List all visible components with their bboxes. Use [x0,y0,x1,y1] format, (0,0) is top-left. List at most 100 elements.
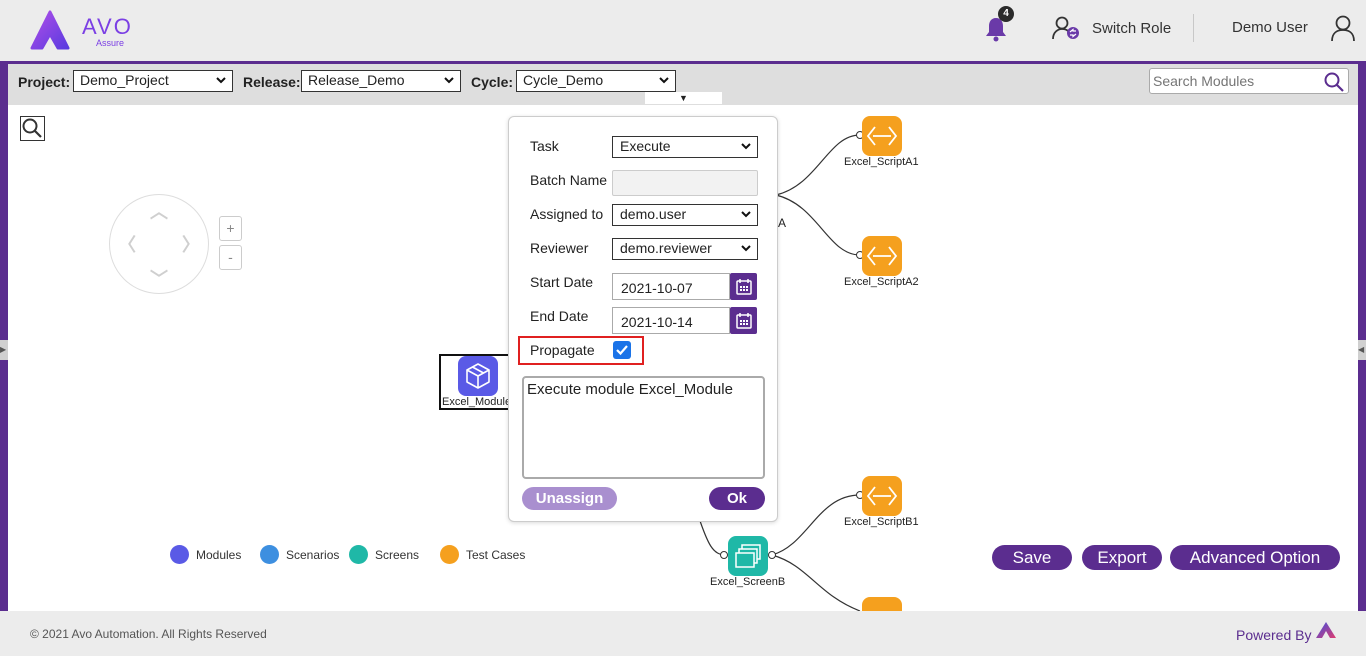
screen-label-b: Excel_ScreenB [710,576,786,588]
switch-role-icon [1052,16,1079,40]
start-date-input[interactable]: 2021-10-07 [612,273,730,300]
pan-left-icon[interactable]: 〈 [118,235,136,255]
legend-label-modules: Modules [196,547,242,562]
checkmark-icon [616,345,628,356]
legend-label-screens: Screens [375,547,420,562]
user-name[interactable]: Demo User [1232,19,1308,36]
powered-by-text: Powered By [1236,627,1312,643]
end-date-label: End Date [530,308,589,324]
notification-count-badge: 4 [998,6,1014,22]
legend-testcases: Test Cases [440,545,525,564]
search-modules-box [1149,68,1349,94]
reviewer-value: demo.reviewer [620,240,712,256]
pan-down-icon[interactable]: ﹀ [150,269,168,289]
user-avatar-icon[interactable] [1330,14,1356,42]
start-date-calendar-button[interactable] [730,273,757,300]
legend-dot-scenarios [260,545,279,564]
calendar-icon [735,278,752,295]
task-assign-popup: Task Execute Batch Name Assigned to demo… [508,116,778,522]
testcase-node-b1[interactable] [862,476,902,516]
cycle-select[interactable]: Cycle_Demo [516,70,676,92]
project-select-value: Demo_Project [80,72,169,88]
save-button[interactable]: Save [992,545,1072,570]
logo-text: AVO [82,14,133,39]
legend-scenarios: Scenarios [260,545,339,564]
chevron-down-icon [444,77,454,84]
task-select[interactable]: Execute [612,136,758,158]
app-header: AVO Assure 4 Switch Role Demo User [0,0,1366,61]
legend-dot-modules [170,545,189,564]
module-label: Excel_Module [442,396,512,408]
project-select[interactable]: Demo_Project [73,70,233,92]
release-select-value: Release_Demo [308,72,405,88]
advanced-option-button[interactable]: Advanced Option [1170,545,1340,570]
header-divider [1193,14,1194,42]
logo-subtext: Assure [96,38,125,48]
module-node[interactable] [458,356,498,396]
avo-logo-icon [30,10,70,50]
cycle-select-value: Cycle_Demo [523,72,604,88]
avo-small-logo-icon [1316,622,1336,638]
right-expand-arrow-icon[interactable]: ◀ [1358,340,1366,360]
switch-role-label: Switch Role [1092,19,1172,37]
legend-dot-screens [349,545,368,564]
legend-dot-testcases [440,545,459,564]
legend-modules: Modules [170,545,241,564]
right-side-strip [1358,61,1366,611]
app-footer: © 2021 Avo Automation. All Rights Reserv… [0,611,1366,656]
screen-node-b[interactable] [728,536,768,576]
legend-label-scenarios: Scenarios [286,547,340,562]
testcase-label-b1: Excel_ScriptB1 [844,516,919,528]
left-side-strip [0,61,8,611]
search-icon[interactable] [1324,72,1344,92]
assigned-to-select[interactable]: demo.user [612,204,758,226]
pan-up-icon[interactable]: ︿ [150,202,168,222]
chevron-down-icon [741,211,751,218]
ok-button[interactable]: Ok [709,487,765,510]
end-date-input[interactable]: 2021-10-14 [612,307,730,334]
chevron-down-icon [741,143,751,150]
copyright-text: © 2021 Avo Automation. All Rights Reserv… [30,627,267,641]
propagate-checkbox[interactable] [613,341,631,359]
testcase-node-a1[interactable] [862,116,902,156]
release-label: Release: [243,74,301,90]
assigned-to-label: Assigned to [530,206,604,222]
batch-name-input[interactable] [612,170,758,196]
chevron-down-icon [741,245,751,252]
canvas-search-button[interactable] [20,116,45,141]
propagate-label: Propagate [530,342,595,358]
assigned-to-value: demo.user [620,206,687,222]
release-select[interactable]: Release_Demo [301,70,461,92]
left-expand-arrow-icon[interactable]: ▶ [0,340,8,360]
search-modules-input[interactable] [1150,69,1318,93]
reviewer-select[interactable]: demo.reviewer [612,238,758,260]
propagate-highlight [518,336,644,365]
zoom-in-button[interactable]: + [219,216,242,241]
code-brackets-icon [866,486,898,506]
task-comment-textarea[interactable]: Execute module Excel_Module [522,376,765,479]
task-select-value: Execute [620,138,671,154]
toolbar-collapse-toggle[interactable]: ▼ [645,92,722,104]
testcase-node-a2[interactable] [862,236,902,276]
code-brackets-icon [866,126,898,146]
start-date-label: Start Date [530,274,594,290]
magnifier-icon [22,118,42,138]
cycle-label: Cycle: [471,74,514,90]
end-date-calendar-button[interactable] [730,307,757,334]
cube-icon [466,363,490,389]
chevron-down-icon [659,77,669,84]
zoom-out-button[interactable]: - [219,245,242,270]
chevron-down-icon [216,77,226,84]
unassign-button[interactable]: Unassign [522,487,617,510]
testcase-label-a2: Excel_ScriptA2 [844,276,919,288]
scenario-label-fragment: A [778,216,787,230]
notification-bell-icon[interactable] [984,14,1008,42]
switch-role-button[interactable]: Switch Role [1052,14,1171,42]
export-button[interactable]: Export [1082,545,1162,570]
pan-control: ︿ ﹀ 〈 〉 [109,194,209,294]
testcase-label-a1: Excel_ScriptA1 [844,156,919,168]
testcase-node-b2[interactable] [862,597,902,611]
calendar-icon [735,312,752,329]
pan-right-icon[interactable]: 〉 [182,235,200,255]
legend-label-testcases: Test Cases [466,547,526,562]
